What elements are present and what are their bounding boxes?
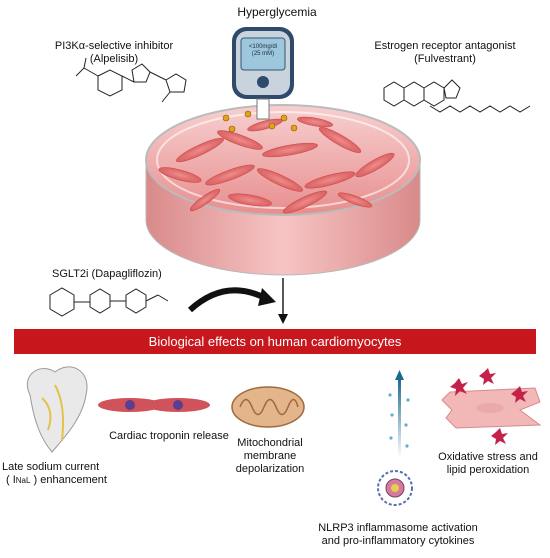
- sglt2-label: SGLT2i (Dapagliflozin): [52, 268, 162, 280]
- inflammasome-icon: [377, 470, 413, 506]
- troponin-label: Cardiac troponin release: [109, 430, 229, 442]
- down-arrow-icon: [278, 278, 288, 324]
- dapagliflozin-structure: [49, 287, 169, 317]
- fulvestrant-structure: [383, 79, 531, 113]
- mitochondrion-icon: [231, 386, 305, 428]
- sodium-current-label: Late sodium current ( INaL ) enhancement: [2, 461, 107, 486]
- alpelisib-structure: [75, 57, 187, 103]
- troponin-cells-icon: [98, 398, 210, 412]
- effects-banner: Biological effects on human cardiomyocyt…: [14, 329, 536, 354]
- heart-icon: [26, 366, 88, 453]
- petri-dish: [145, 104, 421, 276]
- cytokine-arrow-icon: [388, 370, 410, 458]
- page-title: Hyperglycemia: [237, 5, 317, 19]
- oxidative-cell-icon: [441, 368, 542, 445]
- glucometer-icon: [232, 27, 294, 120]
- estrogen-label: Estrogen receptor antagonist(Fulvestrant…: [374, 40, 516, 65]
- glucometer-reading: <100mg/dl(25 mM): [248, 44, 278, 57]
- curved-arrow-icon: [187, 287, 276, 313]
- pi3k-label: PI3Kα-selective inhibitor(Alpelisib): [54, 40, 174, 65]
